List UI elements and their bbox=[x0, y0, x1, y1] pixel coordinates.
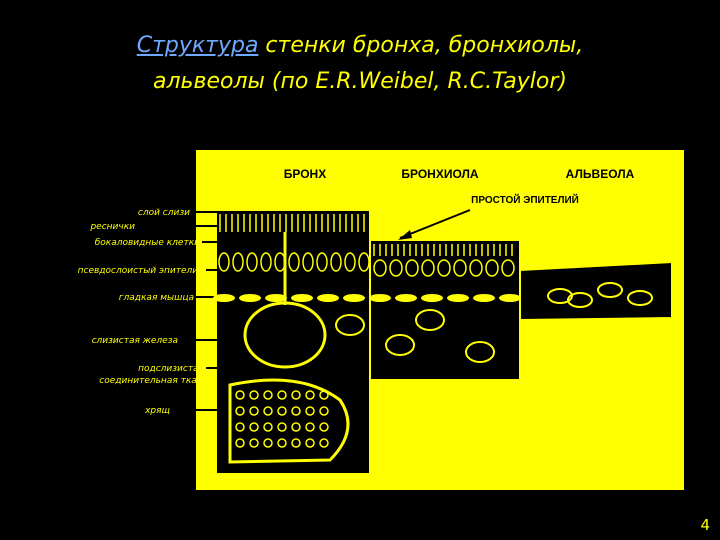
muscle-cell bbox=[213, 294, 235, 302]
muscle-cell bbox=[447, 294, 469, 302]
tissue-label: бокаловидные клетки bbox=[95, 238, 200, 248]
simple-epithelium-label: ПРОСТОЙ ЭПИТЕЛИЙ bbox=[471, 193, 579, 206]
tissue-label: псевдослоистый эпителий bbox=[78, 266, 205, 276]
tissue-label: слой слизи bbox=[138, 208, 190, 218]
tissue-label: гладкая мышца bbox=[119, 293, 194, 303]
tissue-label: хрящ bbox=[144, 406, 170, 416]
muscle-cell bbox=[291, 294, 313, 302]
muscle-cell bbox=[473, 294, 495, 302]
muscle-cell bbox=[395, 294, 417, 302]
tissue-label: реснички bbox=[89, 222, 135, 232]
tissue-label: подслизистая bbox=[138, 364, 205, 374]
tissue-label: соединительная ткань bbox=[99, 376, 208, 386]
page-number: 4 bbox=[700, 516, 710, 534]
header-bronchus: БРОНХ bbox=[284, 167, 326, 181]
header-bronchiole: БРОНХИОЛА bbox=[401, 167, 479, 181]
muscle-cell bbox=[343, 294, 365, 302]
muscle-cell bbox=[239, 294, 261, 302]
muscle-cell bbox=[499, 294, 521, 302]
header-alveolus: АЛЬВЕОЛА bbox=[566, 167, 635, 181]
muscle-cell bbox=[369, 294, 391, 302]
tissue-label: слизистая железа bbox=[92, 336, 178, 346]
muscle-cell bbox=[421, 294, 443, 302]
muscle-cell bbox=[317, 294, 339, 302]
